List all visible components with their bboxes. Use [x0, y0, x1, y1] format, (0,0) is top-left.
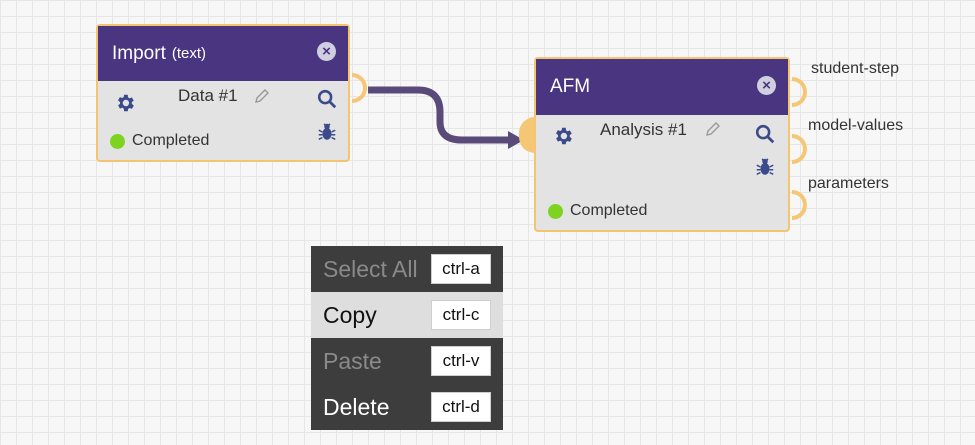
gear-icon[interactable] [114, 92, 136, 114]
menu-item-delete[interactable]: Delete ctrl-d [311, 384, 503, 430]
menu-item-label: Delete [323, 393, 390, 420]
import-node-name[interactable]: Data #1 [178, 86, 238, 105]
shortcut-label: ctrl-d [431, 392, 491, 422]
import-node-title: Import [112, 42, 166, 64]
afm-node-header[interactable]: AFM × [536, 59, 788, 115]
status-dot [548, 203, 563, 219]
menu-item-label: Select All [323, 255, 418, 282]
afm-node-status: Completed [548, 202, 647, 220]
afm-node-title: AFM [550, 76, 591, 97]
status-text: Completed [570, 202, 648, 219]
port-label-model-values: model-values [808, 117, 904, 134]
menu-item-label: Paste [323, 347, 382, 374]
search-icon[interactable] [754, 123, 776, 145]
import-node[interactable]: Import (text) × Data #1 Completed [96, 24, 350, 162]
gear-icon[interactable] [552, 125, 574, 147]
shortcut-label: ctrl-c [431, 300, 491, 330]
port-label-student-step: student-step [811, 60, 900, 77]
bug-icon[interactable] [316, 121, 338, 143]
connector-arrowhead [508, 131, 524, 149]
menu-item-select-all[interactable]: Select All ctrl-a [311, 246, 503, 292]
shortcut-label: ctrl-a [431, 254, 491, 284]
status-text: Completed [132, 132, 210, 149]
search-icon[interactable] [316, 88, 338, 110]
menu-item-paste[interactable]: Paste ctrl-v [311, 338, 503, 384]
afm-input-port[interactable] [519, 117, 535, 153]
import-node-subtitle: (text) [171, 45, 207, 62]
import-node-header[interactable]: Import (text) × [98, 26, 348, 81]
menu-item-label: Copy [323, 301, 377, 328]
pencil-icon[interactable] [705, 121, 721, 137]
import-node-status: Completed [110, 132, 209, 150]
close-icon[interactable]: × [757, 76, 776, 95]
close-icon[interactable]: × [317, 42, 336, 61]
menu-item-copy[interactable]: Copy ctrl-c [311, 292, 503, 338]
afm-node-name[interactable]: Analysis #1 [600, 120, 687, 139]
bug-icon[interactable] [754, 156, 776, 178]
pencil-icon[interactable] [254, 88, 270, 104]
status-dot [110, 133, 125, 149]
shortcut-label: ctrl-v [431, 346, 491, 376]
afm-node[interactable]: AFM × Analysis #1 Completed [534, 57, 790, 232]
context-menu: Select All ctrl-a Copy ctrl-c Paste ctrl… [311, 246, 503, 430]
port-label-parameters: parameters [808, 175, 889, 192]
